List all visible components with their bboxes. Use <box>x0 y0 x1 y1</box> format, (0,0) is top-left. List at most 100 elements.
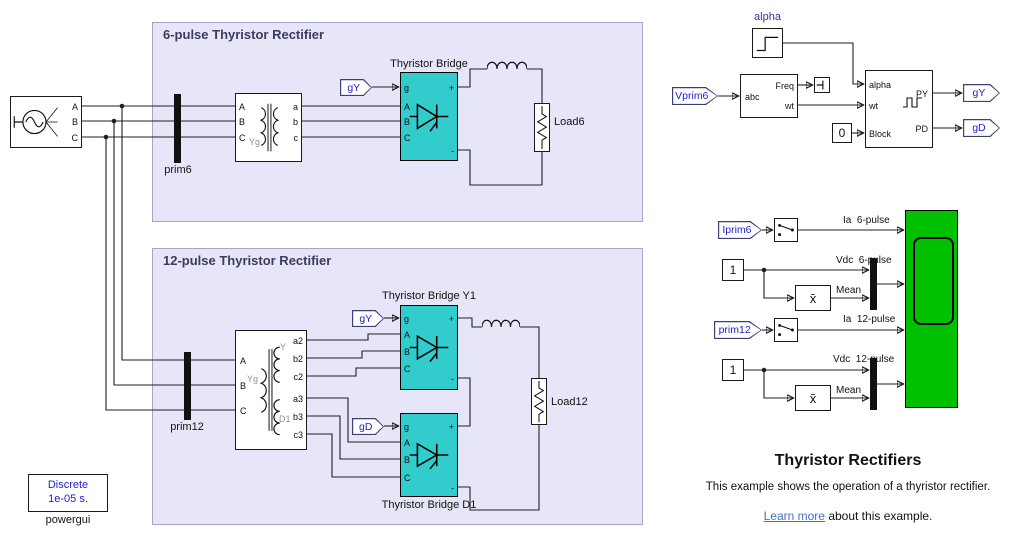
step-block-name: alpha <box>754 11 781 23</box>
sine-source-icon <box>13 107 58 137</box>
switch-icon <box>778 223 794 237</box>
signal-label-mean6: Mean <box>836 285 862 296</box>
manual-switch-6pulse[interactable] <box>774 218 798 242</box>
port-label: B <box>240 381 247 391</box>
inductor-icon[interactable] <box>487 56 527 70</box>
tag-iprim6[interactable]: Iprim6 <box>718 221 762 239</box>
port-label: b <box>292 117 298 127</box>
port-label: g <box>404 83 410 93</box>
signal-label-ia6: Ia 6-pulse <box>843 215 890 226</box>
tag-label: gY <box>972 87 986 99</box>
tag-label: Vprim6 <box>675 90 709 102</box>
winding-label: Yg <box>247 374 259 384</box>
winding-icon <box>259 346 280 436</box>
tag-gd-out[interactable]: gD <box>963 119 1000 137</box>
pll-block[interactable]: abc Freq wt <box>740 74 798 118</box>
annotation-body: This example shows the operation of a th… <box>705 481 991 493</box>
port-label: alpha <box>869 80 892 90</box>
port-label: + <box>448 83 454 93</box>
manual-switch-12pulse[interactable] <box>774 318 798 342</box>
inductor-icon[interactable] <box>482 314 520 328</box>
area-6pulse[interactable]: 6-pulse Thyristor Rectifier <box>152 22 643 222</box>
thyristor-bridge-y1-block[interactable]: g A B C + - <box>400 305 458 390</box>
thyristor-bridge-6pulse-block[interactable]: g A B C + - <box>400 72 458 161</box>
port-label: Freq <box>775 81 794 91</box>
tag-gy-6pulse[interactable]: gY <box>340 79 372 96</box>
port-label: A <box>404 330 411 340</box>
port-label: - <box>451 483 454 493</box>
winding-label: Y <box>280 342 287 352</box>
port-label: B <box>404 117 411 127</box>
tag-gy-12pulse[interactable]: gY <box>352 310 384 327</box>
scope-block[interactable] <box>905 210 958 408</box>
step-block[interactable] <box>752 28 783 58</box>
port-label: abc <box>745 92 760 102</box>
constant-value: 1 <box>729 263 737 277</box>
port-label: C <box>404 364 411 374</box>
bridgeD1-name: Thyristor Bridge D1 <box>381 499 477 511</box>
port-label: B <box>404 455 411 465</box>
mean-glyph: x̄ <box>809 290 817 306</box>
port-tag-shape <box>714 321 762 339</box>
resistor-icon <box>536 106 548 149</box>
port-label: a2 <box>292 336 303 346</box>
load6-block[interactable] <box>534 103 550 152</box>
port-label: - <box>451 146 454 156</box>
tag-label: gY <box>359 312 373 325</box>
port-tag-shape <box>672 87 718 105</box>
transformer-12pulse-block[interactable]: A B C a2 b2 c2 a3 b3 c3 Y Yg D1 <box>235 330 307 450</box>
pulse-icon <box>903 97 922 108</box>
prim6-measurement-block[interactable] <box>174 94 181 163</box>
mux-6pulse[interactable] <box>870 258 877 310</box>
port-label: + <box>448 422 454 432</box>
port-label: c2 <box>293 372 303 382</box>
load12-block[interactable] <box>531 378 547 425</box>
thyristor-bridge-d1-block[interactable]: g A B C + - <box>400 413 458 497</box>
port-tag-shape <box>718 221 762 239</box>
load6-label: Load6 <box>554 116 585 128</box>
port-label: B <box>404 347 411 357</box>
learn-more-link[interactable]: Learn more <box>763 509 825 523</box>
port-tag-shape <box>340 79 372 96</box>
port-label: A <box>240 356 247 366</box>
port-label: A <box>239 102 246 112</box>
prim12-measurement-block[interactable] <box>184 352 191 420</box>
port-label: wt <box>869 101 878 111</box>
tag-label: gD <box>972 122 986 134</box>
pulse-generator-block[interactable]: alpha wt Block PY PD <box>865 70 933 148</box>
terminator-block[interactable] <box>814 77 830 93</box>
powergui-text: Discrete 1e-05 s. <box>30 476 106 510</box>
annotation-link-suffix: about this example. <box>824 509 933 523</box>
powergui-label: powergui <box>45 514 91 526</box>
port-tag-shape <box>352 310 384 327</box>
tag-label: gY <box>347 81 361 94</box>
constant-zero[interactable]: 0 <box>832 123 852 143</box>
step-icon <box>756 36 779 52</box>
mux-12pulse[interactable] <box>870 358 877 410</box>
tag-prim12[interactable]: prim12 <box>714 321 762 339</box>
transformer-6pulse-block[interactable]: A B C a b c Yg <box>235 93 302 162</box>
annotation-link-line: Learn more about this example. <box>698 509 998 523</box>
powergui-block[interactable]: Discrete 1e-05 s. <box>28 474 108 512</box>
port-label: c3 <box>293 430 303 440</box>
area-6pulse-title: 6-pulse Thyristor Rectifier <box>163 27 325 42</box>
thyristor-icon <box>409 442 449 470</box>
tag-gd-12pulse[interactable]: gD <box>352 418 384 435</box>
terminator-icon <box>816 80 824 90</box>
area-12pulse[interactable]: 12-pulse Thyristor Rectifier <box>152 248 643 525</box>
port-tag-shape <box>963 119 1000 137</box>
constant-one-6pulse[interactable]: 1 <box>722 259 744 281</box>
tag-label: Iprim6 <box>722 224 752 236</box>
powergui-line2: 1e-05 s. <box>48 493 88 505</box>
tag-label: gD <box>359 420 373 433</box>
tag-vprim6[interactable]: Vprim6 <box>672 87 718 105</box>
bridgeY1-name: Thyristor Bridge Y1 <box>382 290 476 302</box>
mean-block-6pulse[interactable]: x̄ <box>795 285 831 311</box>
three-phase-source-block[interactable]: A B C <box>10 96 82 148</box>
constant-one-12pulse[interactable]: 1 <box>722 359 744 381</box>
tag-gy-out[interactable]: gY <box>963 84 1000 102</box>
port-label: a3 <box>292 394 303 404</box>
port-label: c <box>293 133 299 143</box>
mean-block-12pulse[interactable]: x̄ <box>795 385 831 411</box>
